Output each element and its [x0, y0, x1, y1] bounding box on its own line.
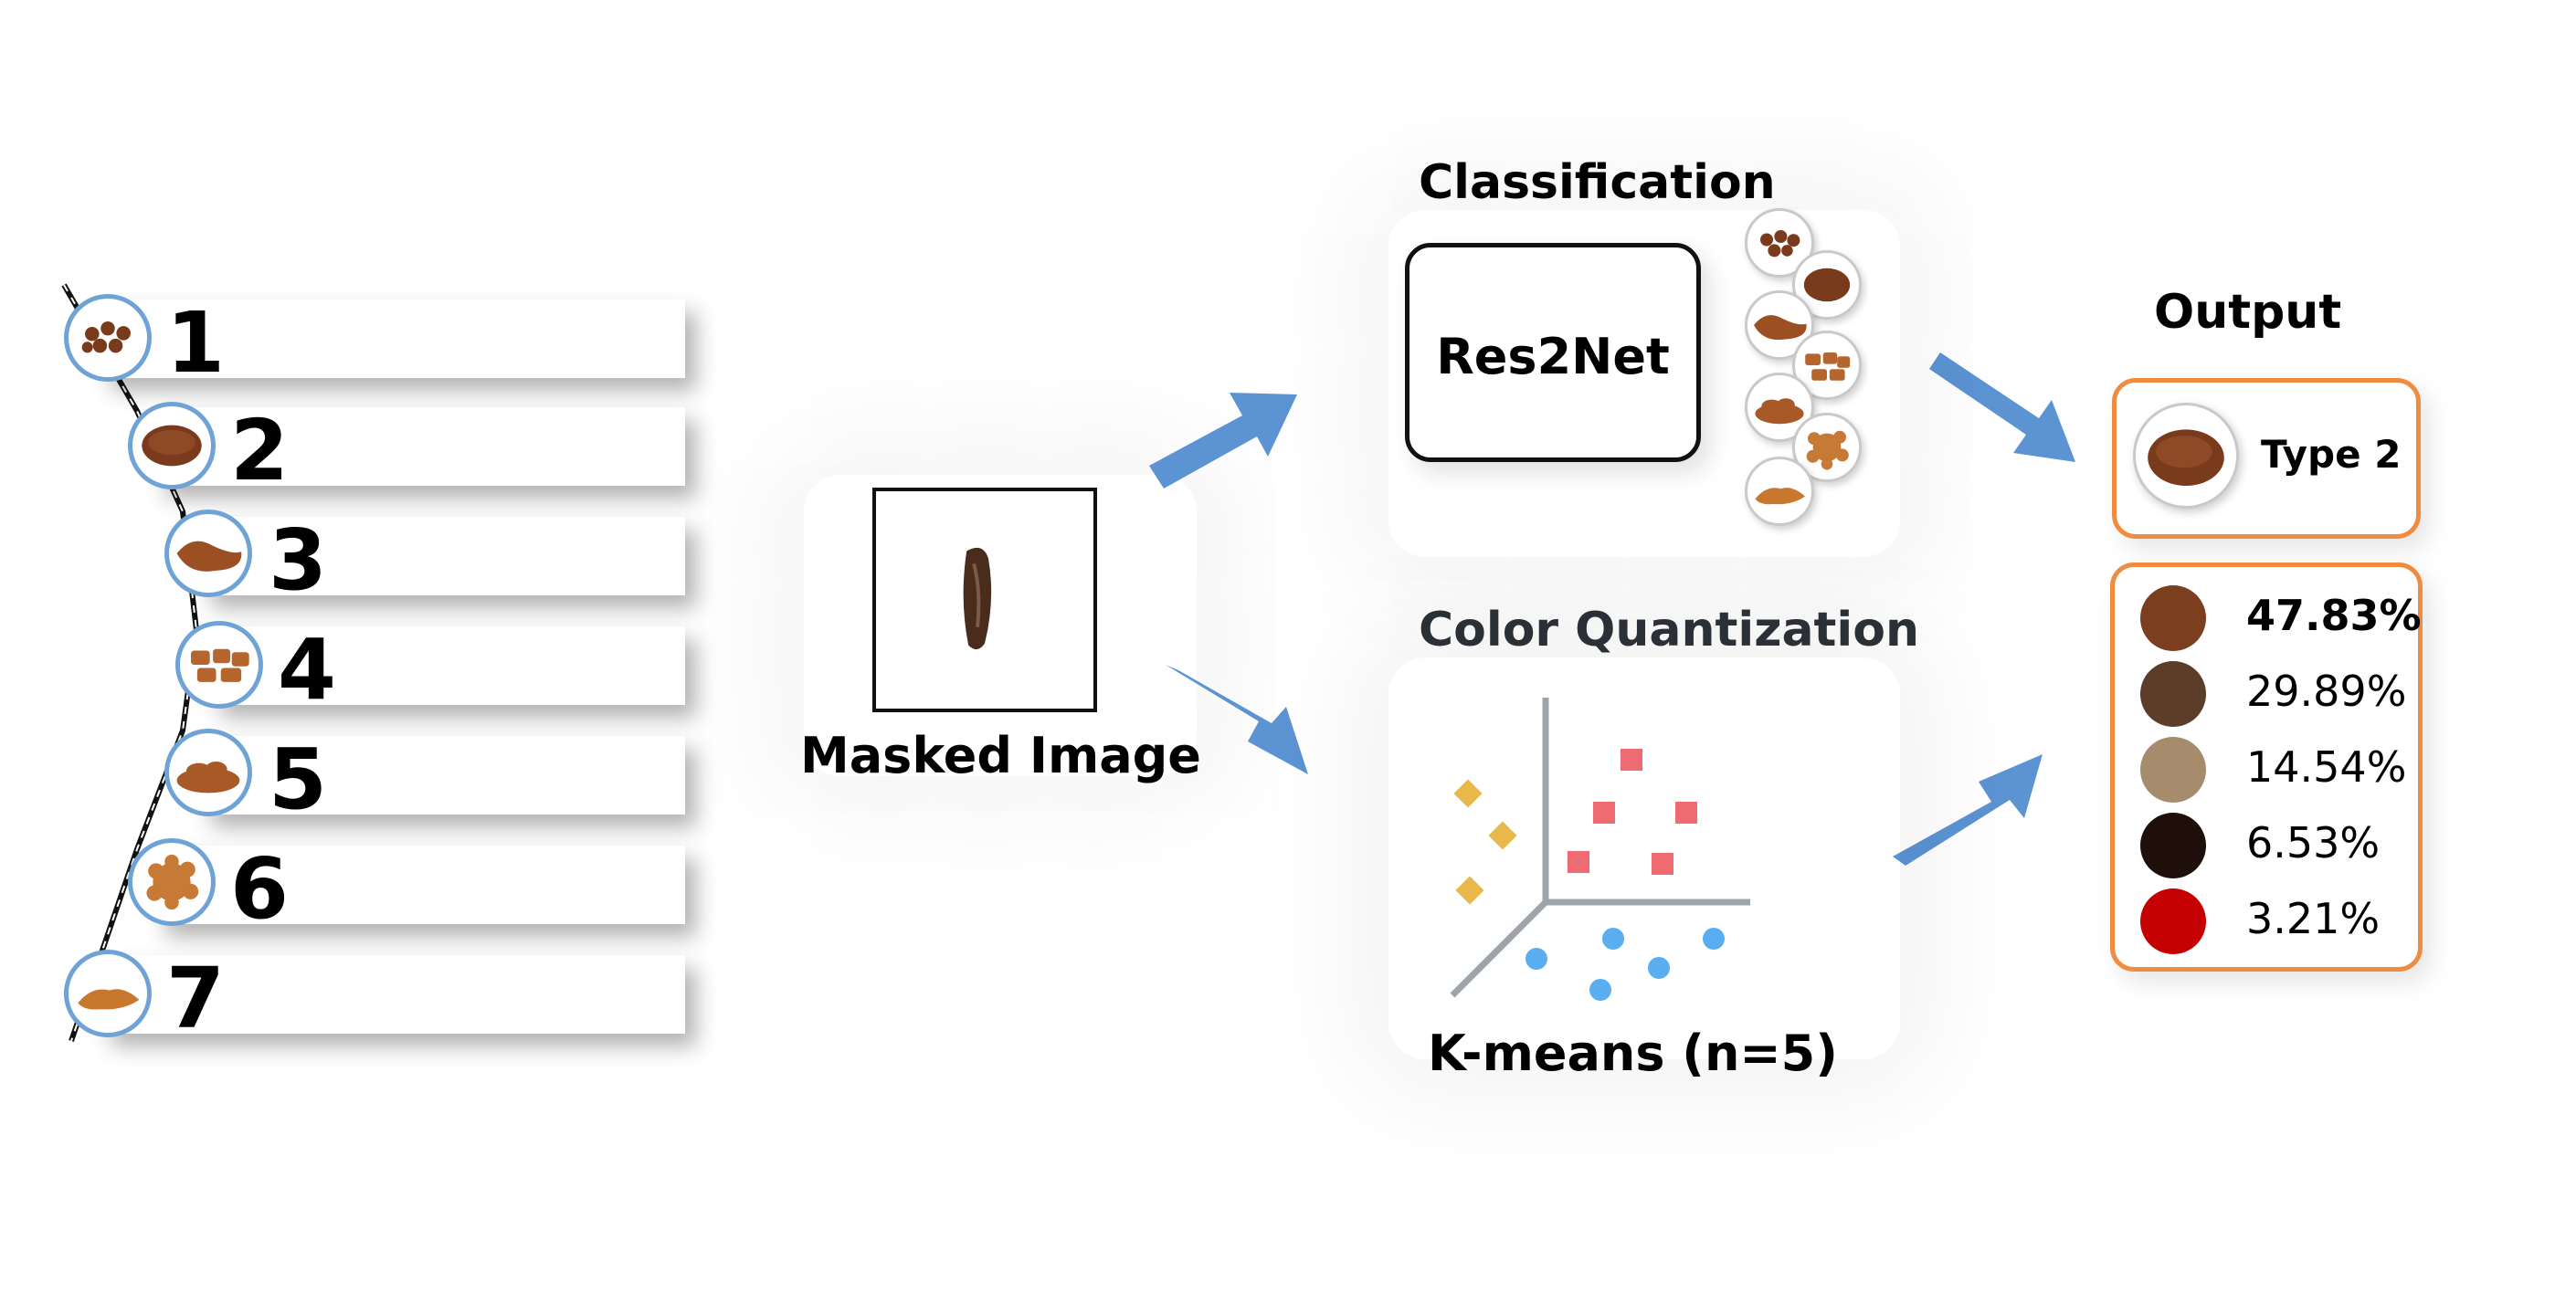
color-quantization-title: Color Quantization — [1419, 603, 1919, 657]
kmeans-scatter-plot — [1450, 698, 1750, 1001]
color-percent-4: 6.53% — [2246, 818, 2381, 867]
class-thumb-5-icon — [1745, 373, 1814, 442]
color-swatch-3 — [2140, 737, 2206, 803]
cluster-yellow — [1453, 779, 1517, 905]
scale-row-bar-6 — [155, 846, 685, 924]
scale-row-bar-3 — [201, 517, 685, 595]
scale-number-7: 7 — [166, 950, 226, 1047]
arrow-to-output-colors — [1893, 754, 2043, 866]
stool-type-2-icon — [128, 402, 216, 489]
color-swatch-4 — [2140, 813, 2206, 878]
res2net-box: Res2Net — [1405, 243, 1701, 462]
output-type-box: Type 2 — [2112, 378, 2421, 539]
output-colors-box: 47.83% 29.89% 14.54% 6.53% 3.21% — [2110, 562, 2423, 972]
color-percent-5: 3.21% — [2246, 894, 2381, 943]
scale-number-2: 2 — [230, 402, 290, 499]
masked-stool-image — [963, 547, 992, 650]
output-title: Output — [2154, 285, 2342, 340]
stool-type-5-icon — [164, 729, 252, 816]
color-percent-1: 47.83% — [2246, 591, 2422, 640]
stool-type-7-icon — [64, 950, 152, 1037]
class-thumb-3-icon — [1745, 290, 1814, 360]
scale-number-5: 5 — [269, 731, 328, 828]
scale-number-1: 1 — [166, 294, 226, 392]
res2net-label: Res2Net — [1436, 328, 1670, 385]
scale-number-6: 6 — [230, 840, 290, 938]
class-thumb-7-icon — [1745, 457, 1814, 526]
scale-number-4: 4 — [278, 621, 337, 719]
color-swatch-2 — [2140, 661, 2206, 727]
axis-depth — [1450, 899, 1548, 998]
arrow-to-output-type — [1929, 352, 2075, 462]
output-type-stool-icon — [2133, 403, 2239, 509]
masked-image-label: Masked Image — [800, 727, 1201, 784]
color-percent-3: 14.54% — [2246, 742, 2407, 792]
cluster-blue — [1526, 928, 1725, 1001]
scale-row-bar-1 — [100, 300, 685, 378]
stool-type-3-icon — [164, 510, 252, 597]
kmeans-label: K-means (n=5) — [1428, 1025, 1838, 1082]
scale-number-3: 3 — [269, 511, 328, 609]
stool-type-4-icon — [175, 621, 263, 709]
scale-row-bar-2 — [155, 407, 685, 486]
stool-type-1-icon — [64, 294, 152, 382]
scale-row-bar-4 — [210, 626, 685, 705]
scale-row-bar-7 — [100, 955, 685, 1034]
scale-row-bar-5 — [201, 736, 685, 815]
color-swatch-5 — [2140, 888, 2206, 954]
classification-title: Classification — [1419, 155, 1776, 210]
class-thumb-1-icon — [1745, 208, 1814, 278]
stool-type-6-icon — [128, 838, 216, 926]
arrow-to-classification — [1149, 393, 1297, 489]
color-swatch-1 — [2140, 585, 2206, 651]
color-percent-2: 29.89% — [2246, 667, 2407, 716]
masked-image-frame — [872, 488, 1097, 712]
output-type-label: Type 2 — [2261, 432, 2402, 477]
cluster-red — [1568, 749, 1697, 875]
